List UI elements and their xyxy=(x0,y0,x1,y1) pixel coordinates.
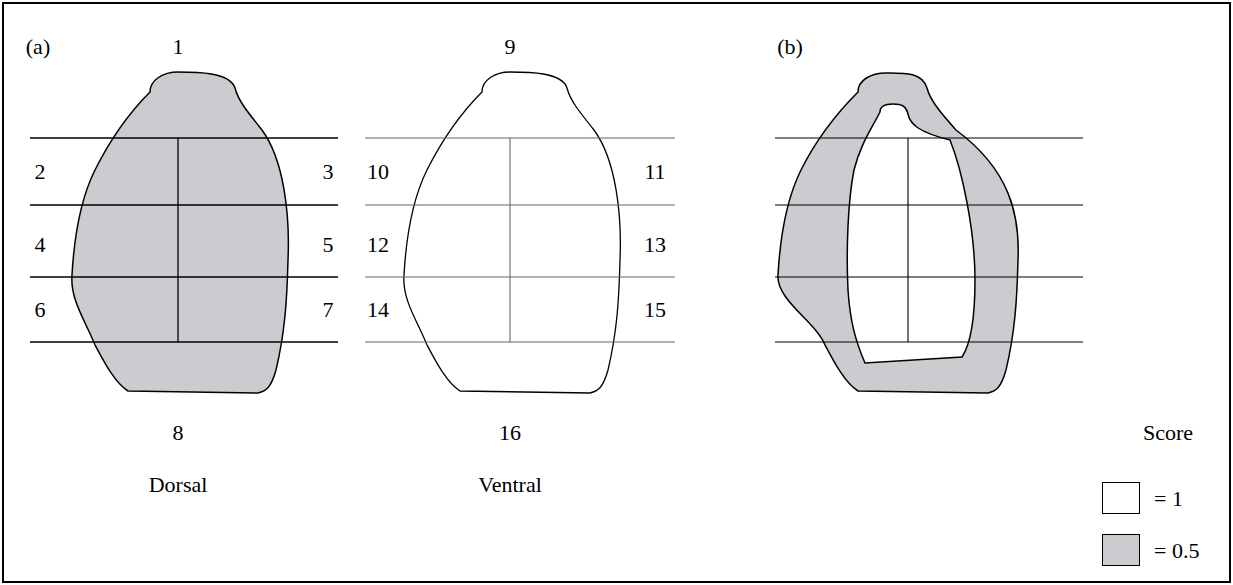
region-number: 15 xyxy=(644,299,666,321)
region-number: 4 xyxy=(35,234,46,256)
view-caption: Dorsal xyxy=(149,474,208,496)
panel-label: (b) xyxy=(777,36,803,58)
region-number: 9 xyxy=(505,36,516,58)
region-number: 6 xyxy=(35,299,46,321)
dorsal-grid xyxy=(30,138,338,342)
panel-label: (a) xyxy=(26,36,50,58)
legend-swatch xyxy=(1102,534,1140,566)
region-number: 14 xyxy=(367,299,389,321)
region-number: 1 xyxy=(173,36,184,58)
legend-swatch xyxy=(1102,482,1140,514)
legend-heading: Score xyxy=(1143,422,1193,444)
region-number: 16 xyxy=(499,422,521,444)
region-number: 7 xyxy=(323,299,334,321)
region-number: 3 xyxy=(323,161,334,183)
frame xyxy=(3,3,1230,582)
region-number: 10 xyxy=(367,161,389,183)
edge-ring xyxy=(778,73,1018,393)
region-number: 5 xyxy=(323,234,334,256)
legend-text: = 1 xyxy=(1154,488,1183,510)
dorsal-shell xyxy=(72,72,289,393)
region-number: 2 xyxy=(35,161,46,183)
view-caption: Ventral xyxy=(478,474,542,496)
region-number: 13 xyxy=(644,234,666,256)
ring-grid xyxy=(775,138,1083,342)
ventral-shell xyxy=(404,72,621,393)
region-number: 12 xyxy=(367,234,389,256)
legend-text: = 0.5 xyxy=(1154,540,1199,562)
ventral-grid xyxy=(365,138,675,342)
region-number: 11 xyxy=(644,161,665,183)
region-number: 8 xyxy=(173,422,184,444)
